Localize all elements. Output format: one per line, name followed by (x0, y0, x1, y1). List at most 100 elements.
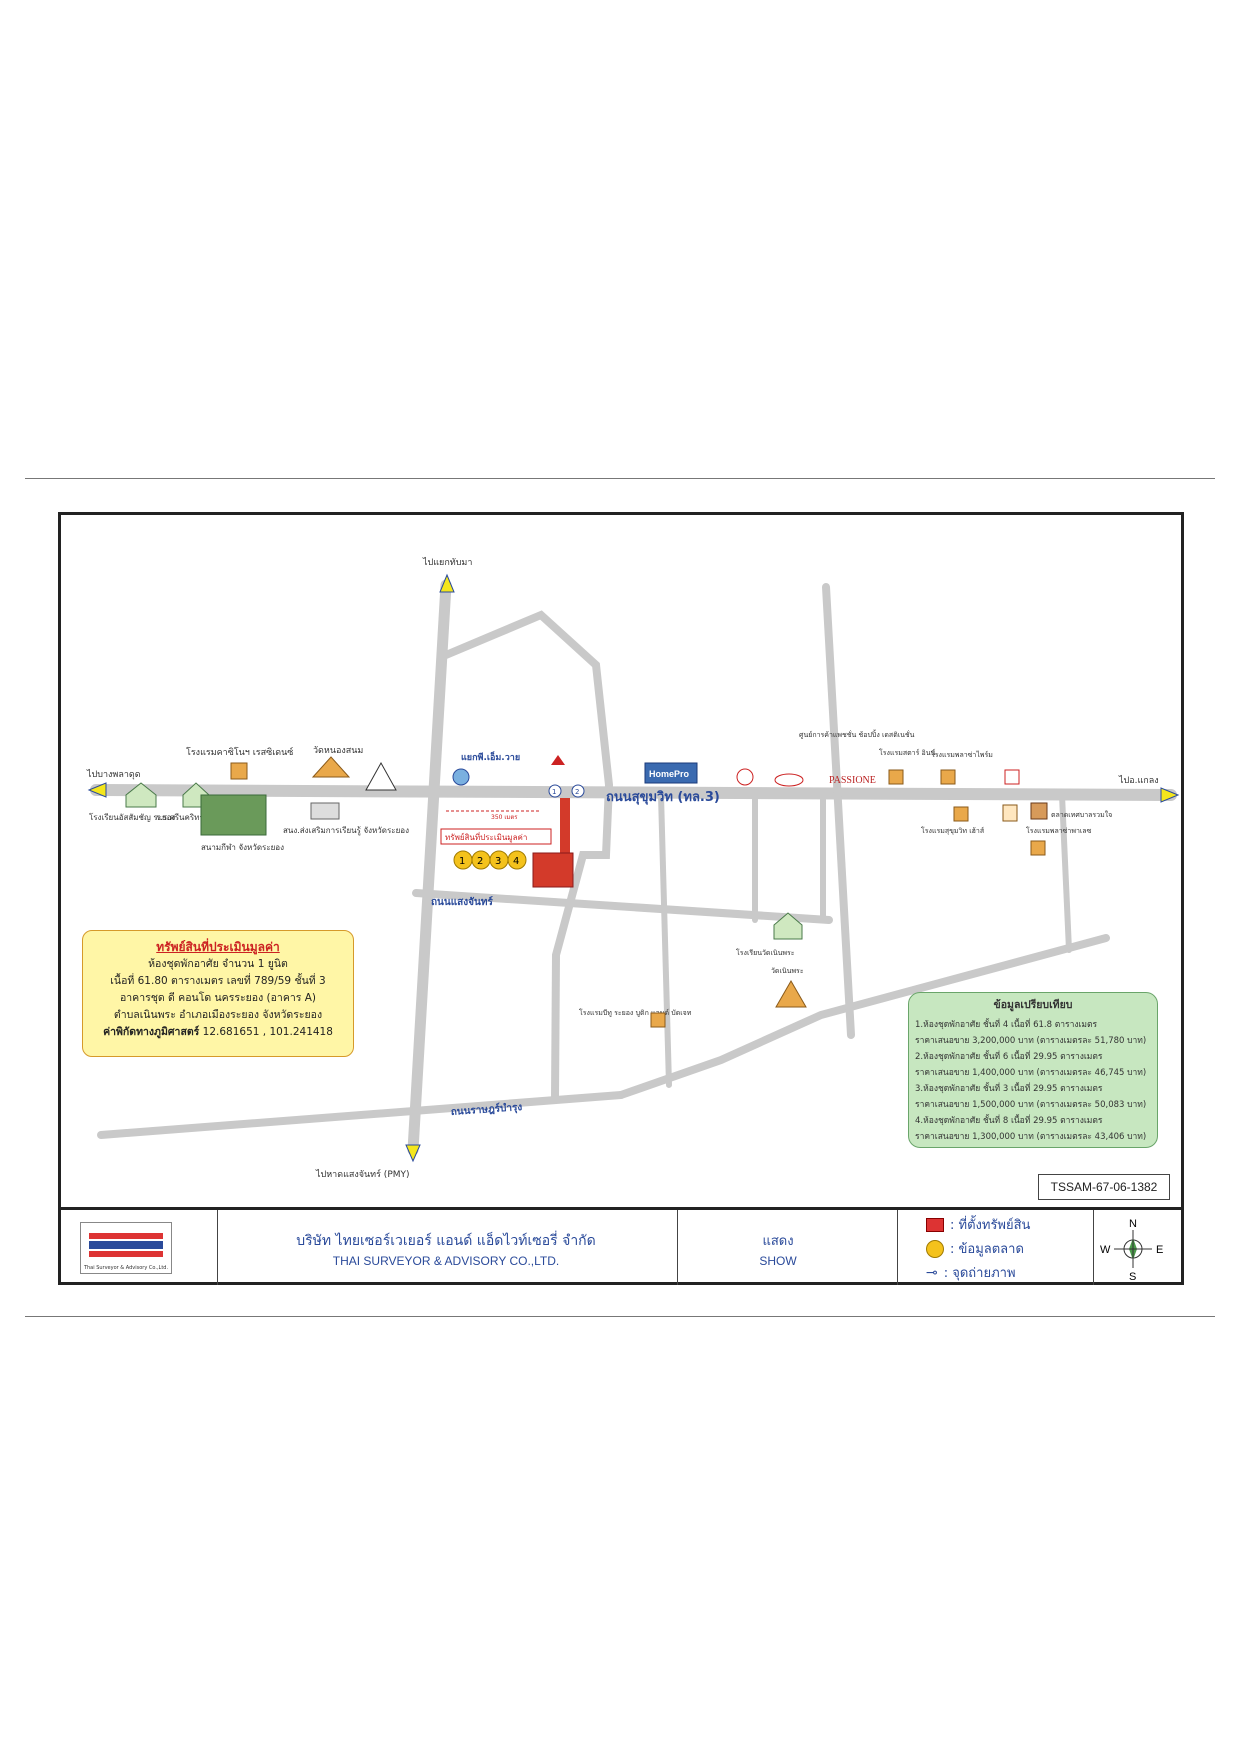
show-label-th: แสดง (762, 1234, 794, 1249)
company-name-th: บริษัท ไทยเซอร์เวเยอร์ แอนด์ แอ็ดไวท์เซอ… (296, 1233, 596, 1249)
photo-point-2 (571, 784, 585, 798)
subject-line-4: ตำบลเนินพระ อำเภอเมืองระยอง จังหวัดระยอง (113, 1009, 323, 1021)
label-temple-s: วัดเนินพระ (771, 967, 804, 975)
label-homepro: HomePro (649, 769, 690, 779)
label-passione: PASSIONE (829, 775, 876, 786)
compass-e: E (1156, 1244, 1163, 1256)
hotel-icon-e3 (953, 806, 969, 822)
label-temple-top: วัดหนองสนม (313, 746, 363, 756)
hotel-icon-e4 (1030, 840, 1046, 856)
legend-subject-label: : ที่ตั้งทรัพย์สิน (950, 1218, 1031, 1233)
label-school-2: ร.ร.ศรีนคริทร์ ระยอง (156, 812, 228, 822)
shield-icon (1002, 804, 1018, 822)
hotel-icon-e2 (940, 769, 956, 785)
legend-cell (898, 1210, 1094, 1285)
road-saengchan (412, 889, 833, 924)
comparable-number-2: 2 (477, 856, 483, 867)
label-hotel-e4: โรงแรมพลาซ่าพาเลซ (1026, 826, 1092, 835)
school-icon-1 (125, 782, 157, 808)
road-soi-east (1059, 792, 1072, 953)
label-to-north: ไปแยกทับมา (422, 557, 472, 568)
label-to-west: ไปบางพลาดุด (86, 769, 141, 780)
subject-coords-label: ค่าพิกัดทางภูมิศาสตร์ (103, 1026, 200, 1038)
legend-market: : ข้อมูลตลาด (926, 1238, 1024, 1259)
label-stadium: สนามกีฬา จังหวัดระยอง (201, 843, 284, 852)
label-hotel-s: โรงแรมบีทู ระยอง บูติก แอนด์ บัดเจท (579, 1008, 692, 1017)
roads (90, 579, 1177, 1156)
label-sukhumvit: ถนนสุขุมวิท (ทล.3) (606, 790, 720, 805)
temple-icon (311, 756, 351, 778)
label-hotel-e2: โรงแรมพลาซ่าไพร์ม (931, 750, 993, 759)
mitsubishi-logo-icon (551, 755, 565, 765)
road-soi-3 (658, 792, 672, 1088)
label-saengchan: ถนนแสงจันทร์ (431, 896, 493, 908)
label-ratchabamrung: ถนนราษฎร์บำรุง (450, 1101, 522, 1118)
label-hotel-e3: โรงแรมสุขุมวิท เฮ้าส์ (921, 826, 985, 835)
show-label-en: SHOW (759, 1254, 797, 1268)
subject-coords-value: 12.681651 , 101.241418 (202, 1026, 333, 1038)
subject-coords: ค่าพิกัดทางภูมิศาสตร์ 12.681651 , 101.24… (83, 1024, 353, 1041)
show-cell (678, 1210, 898, 1285)
reference-number: TSSAM-67-06-1382 (1038, 1174, 1170, 1200)
arrow-west-icon (87, 782, 107, 798)
comparable-number-1: 1 (459, 856, 465, 867)
compass-w: W (1100, 1244, 1111, 1256)
label-office: สนง.ส่งเสริมการเรียนรู้ จังหวัดระยอง (283, 826, 409, 836)
arrow-east-icon (1160, 787, 1180, 803)
direction-arrows (87, 573, 1180, 1163)
subject-property-box: ทรัพย์สินที่ประเมินมูลค่า ห้องชุดพักอาศั… (82, 930, 354, 1057)
subject-callout-box (440, 828, 552, 845)
comparison-line-1: 1.ห้องชุดพักอาศัย ชั้นที่ 4 เนื้อที่ 61.… (915, 1020, 1098, 1030)
traffic-light-icon (452, 768, 470, 786)
subject-property-marker (532, 852, 574, 888)
comparison-line-3: 2.ห้องชุดพักอาศัย ชั้นที่ 6 เนื้อที่ 29.… (915, 1052, 1103, 1062)
subject-line-2: เนื้อที่ 61.80 ตารางเมตร เลขที่ 789/59 ช… (110, 975, 326, 987)
company-cell (218, 1210, 678, 1285)
comparable-number-3: 3 (495, 856, 501, 867)
tower-icon (1004, 769, 1020, 785)
document-sheet (25, 478, 1215, 1317)
market-icon (1030, 802, 1048, 820)
label-distance: 350 เมตร (491, 814, 518, 821)
market-dot-icon (926, 1239, 944, 1258)
photo-point-number-2: 2 (575, 788, 579, 796)
hotel-icon-s (650, 1012, 666, 1028)
photo-point-1 (548, 784, 562, 798)
road-east-vertical (822, 583, 855, 1039)
comparable-number-4: 4 (513, 856, 519, 867)
comparison-line-4: ราคาเสนอขาย 1,400,000 บาท (ตารางเมตรละ 4… (915, 1068, 1147, 1078)
comparison-line-2: ราคาเสนอขาย 3,200,000 บาท (ตารางเมตรละ 5… (915, 1036, 1147, 1046)
road-sukhumvit (90, 784, 1177, 801)
compass-s: S (1129, 1271, 1136, 1283)
comparison-box-title: ข้อมูลเปรียบเทียบ (993, 999, 1073, 1011)
comparison-line-6: ราคาเสนอขาย 1,500,000 บาท (ตารางเมตรละ 5… (915, 1100, 1147, 1110)
legend-subject: : ที่ตั้งทรัพย์สิน (926, 1214, 1030, 1235)
label-school-3: โรงเรียนวัดเนินพระ (736, 948, 795, 957)
temple-icon-s (775, 979, 807, 1008)
label-hotel-top-left: โรงแรมคาซิโนฯ เรสซิเดนซ์ (186, 746, 293, 758)
route-3-sign-icon (365, 761, 397, 791)
map-frame (58, 512, 1184, 1285)
homepro-sign (644, 762, 698, 784)
subject-access-lane (560, 798, 570, 853)
subject-line-1: ห้องชุดพักอาศัย จำนวน 1 ยูนิต (148, 958, 288, 970)
label-market: ตลาดเทศบาลรวมใจ (1051, 810, 1112, 819)
subject-line-3: อาคารชุด ดี คอนโด นครระยอง (อาคาร A) (119, 992, 317, 1004)
label-subject-callout: ทรัพย์สินที่ประเมินมูลค่า (445, 831, 527, 843)
hotel-icon (230, 762, 248, 780)
compass-rose: N S W E (1100, 1218, 1163, 1283)
compass-n: N (1129, 1218, 1137, 1230)
office-icon (310, 802, 340, 820)
comparison-box: ข้อมูลเปรียบเทียบ 1.ห้องชุดพักอาศัย ชั้น… (908, 992, 1158, 1148)
label-junction: แยกพี.เอ็ม.วาย (461, 750, 520, 763)
school-icon-3 (773, 912, 803, 940)
comparison-line-8: ราคาเสนอขาย 1,300,000 บาท (ตารางเมตรละ 4… (915, 1132, 1147, 1142)
company-name-en: THAI SURVEYOR & ADVISORY CO.,LTD. (332, 1254, 560, 1268)
comparable-marker-4 (507, 850, 527, 870)
arrow-north-icon (439, 573, 455, 593)
location-map: ถนนสุขุมวิท (ทล.3) ถนนแสงจันทร์ ถนนราษฎร… (86, 557, 1180, 1180)
subject-swatch-icon (926, 1217, 944, 1232)
camera-point-icon: ⊸ (926, 1264, 938, 1281)
legend-market-label: : ข้อมูลตลาด (950, 1242, 1024, 1257)
mg-logo-icon (736, 768, 754, 786)
